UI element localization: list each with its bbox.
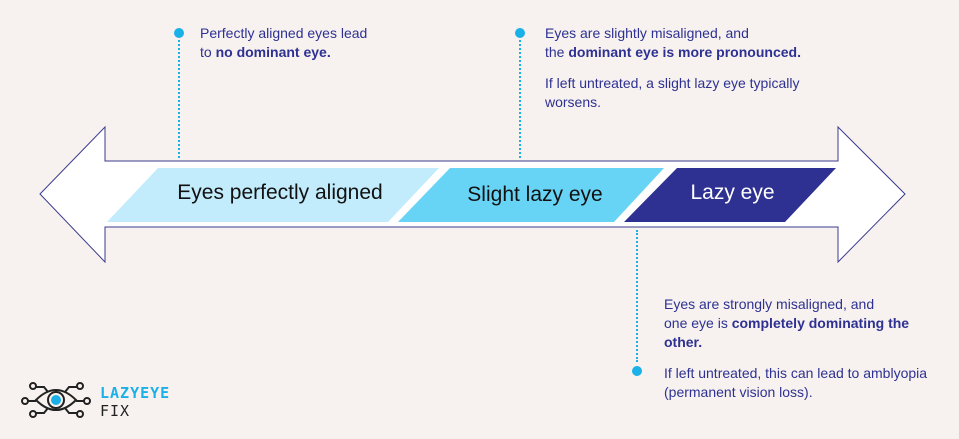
logo-eye-icon	[21, 382, 91, 418]
connector-lazy	[636, 230, 638, 362]
band-aligned	[107, 168, 439, 222]
band-label-slight: Slight lazy eye	[467, 183, 603, 206]
band-slight	[398, 168, 664, 222]
marker-dot-aligned	[174, 28, 184, 38]
marker-dot-lazy	[632, 366, 642, 376]
note-aligned: Perfectly aligned eyes lead to no domina…	[200, 25, 368, 60]
band-label-lazy: Lazy eye	[690, 181, 775, 204]
connector-aligned	[178, 40, 180, 158]
logo-line1: LAZYEYE	[100, 384, 171, 402]
band-lazy	[624, 168, 836, 222]
marker-dot-slight	[515, 28, 525, 38]
logo-line2: FIX	[100, 402, 131, 420]
connector-slight	[519, 40, 521, 158]
band-label-aligned: Eyes perfectly aligned	[177, 181, 383, 204]
